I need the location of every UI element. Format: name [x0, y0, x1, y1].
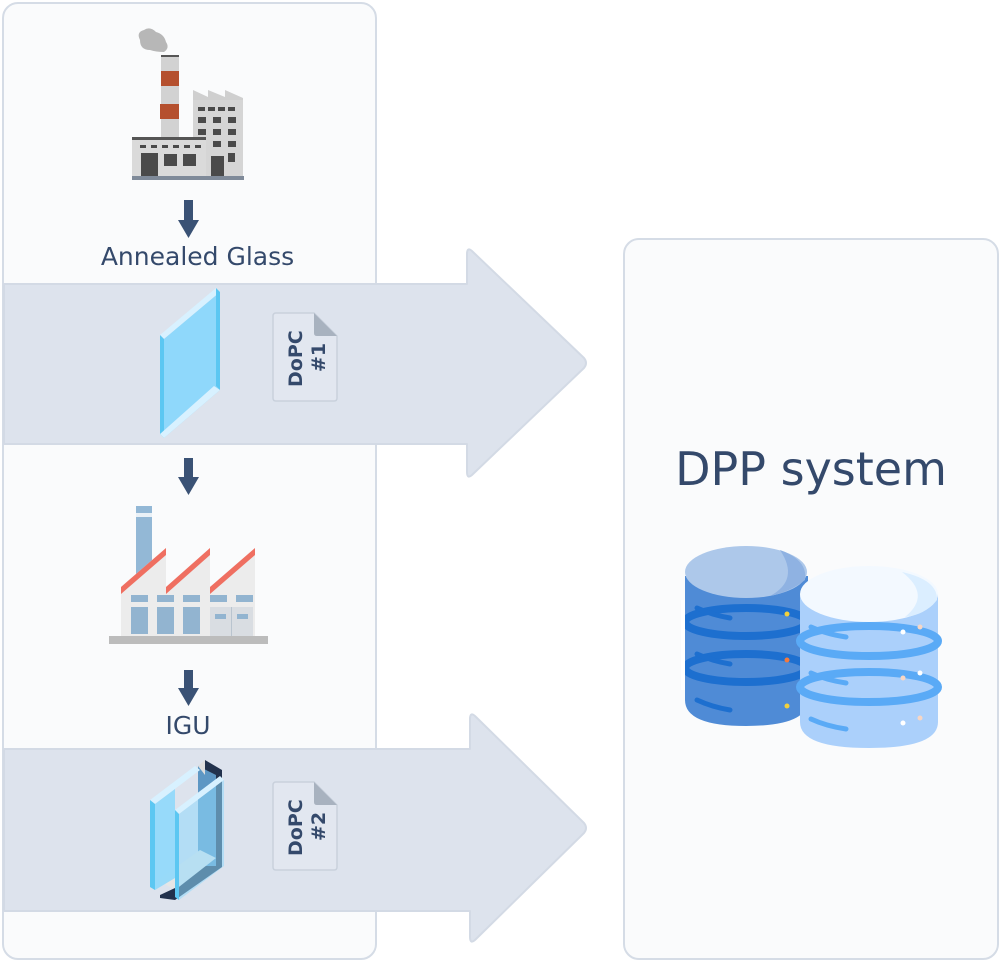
factory-chimney-icon: [132, 28, 244, 180]
insulated-glass-unit-icon: [150, 760, 224, 900]
igu-label: IGU: [165, 711, 211, 740]
dpp-system-title: DPP system: [675, 442, 947, 496]
dopc-2-document-icon: DoPC #2: [272, 781, 338, 871]
down-arrow-icon: [178, 200, 199, 238]
dopc-2-label-line1: DoPC: [285, 799, 307, 856]
database-servers-icon: [681, 546, 942, 748]
dopc-1-label-line2: #1: [308, 343, 330, 372]
dopc-1-document-icon: DoPC #1: [272, 312, 338, 402]
factory-sawtooth-icon: [109, 506, 268, 644]
dopc-1-label-line1: DoPC: [285, 330, 307, 387]
down-arrow-icon: [178, 458, 199, 495]
dopc-2-label-line2: #2: [308, 812, 330, 841]
glass-pane-icon: [160, 288, 220, 438]
down-arrow-icon: [178, 670, 199, 706]
annealed-glass-label: Annealed Glass: [100, 242, 295, 271]
